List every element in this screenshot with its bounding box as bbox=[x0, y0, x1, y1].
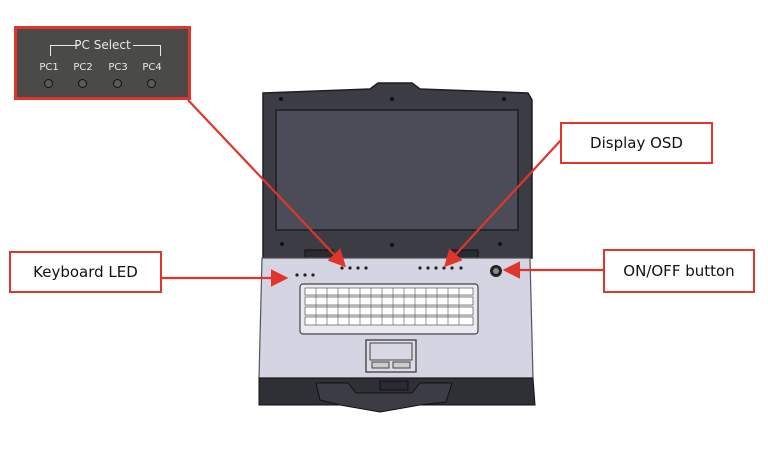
callout-on-off-button: ON/OFF button bbox=[603, 249, 755, 293]
arrow-pc-select bbox=[187, 99, 347, 268]
pc4-led-icon bbox=[147, 79, 156, 88]
pc2-label: PC2 bbox=[73, 62, 93, 73]
bracket-right bbox=[133, 45, 161, 56]
pc2-led-icon bbox=[78, 79, 87, 88]
pc-select-title: PC Select bbox=[74, 38, 131, 52]
arrow-display-osd bbox=[444, 139, 562, 268]
pc1-led-icon bbox=[44, 79, 53, 88]
screen bbox=[275, 109, 519, 231]
bracket-left bbox=[50, 45, 79, 56]
pc3-led-icon bbox=[113, 79, 122, 88]
callout-keyboard-led: Keyboard LED bbox=[9, 251, 162, 293]
pc4-label: PC4 bbox=[142, 62, 162, 73]
callout-display-osd: Display OSD bbox=[560, 122, 713, 164]
pc-select-inset: PC Select PC1 PC2 PC3 PC4 bbox=[14, 26, 191, 100]
pc1-label: PC1 bbox=[39, 62, 59, 73]
pc3-label: PC3 bbox=[108, 62, 128, 73]
